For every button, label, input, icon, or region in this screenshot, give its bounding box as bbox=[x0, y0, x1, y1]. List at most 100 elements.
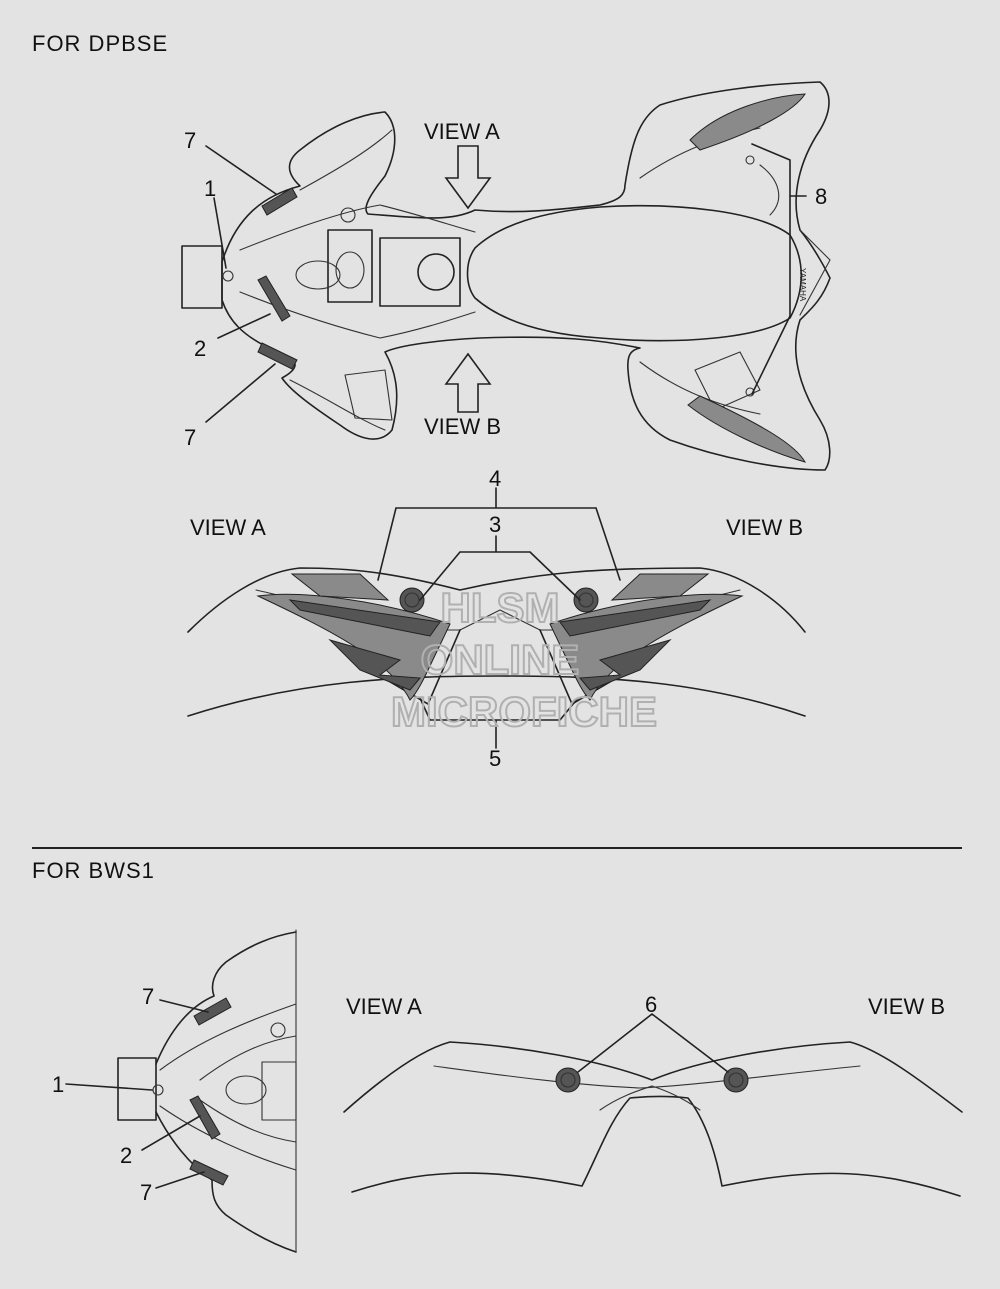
label-view-b-mid: VIEW B bbox=[726, 515, 803, 540]
bws1-label-view-a: VIEW A bbox=[346, 994, 422, 1019]
bws1-callout-1: 1 bbox=[52, 1072, 64, 1097]
front-grille bbox=[295, 260, 341, 290]
bws1-leader-7-lower bbox=[155, 1171, 205, 1189]
bws1-leader-6 bbox=[577, 1013, 729, 1073]
decal-7-lower bbox=[257, 342, 298, 370]
decal-8-lower bbox=[687, 395, 807, 463]
leader-7-lower bbox=[205, 363, 276, 423]
front-reflector bbox=[344, 369, 393, 421]
bws1-emblem-6-left bbox=[555, 1067, 581, 1093]
bws1-fender-upper bbox=[155, 931, 297, 1065]
leader-3 bbox=[419, 535, 581, 601]
decal-5-left-stripe bbox=[288, 599, 441, 637]
fender-edge-1 bbox=[299, 129, 393, 191]
atv-top-view: YAMAHA bbox=[181, 81, 831, 471]
leader-1 bbox=[213, 197, 227, 269]
bws1-callout-7-upper: 7 bbox=[142, 984, 154, 1009]
seat bbox=[466, 204, 803, 342]
bws1-leader-2 bbox=[141, 1115, 201, 1151]
front-view-detail bbox=[187, 487, 806, 749]
fender-outline bbox=[221, 81, 831, 471]
bws1-leader-1 bbox=[65, 1083, 153, 1091]
bws1-emblem-6-left-ring bbox=[560, 1072, 576, 1088]
watermark-line-1: HLSM bbox=[441, 584, 560, 631]
decal-5-right-arrow bbox=[578, 638, 672, 691]
bws1-decal-7-lower bbox=[189, 1159, 229, 1186]
steering-mount bbox=[335, 251, 365, 289]
callout-1: 1 bbox=[204, 176, 216, 201]
bws1-leader-7-upper bbox=[159, 999, 209, 1013]
label-view-a-top: VIEW A bbox=[424, 119, 500, 144]
fender-notch-left bbox=[379, 629, 461, 705]
label-view-a-mid: VIEW A bbox=[190, 515, 266, 540]
bws1-partial-top-view bbox=[65, 929, 297, 1253]
bws1-bumper bbox=[117, 1057, 157, 1121]
rear-fender-line-3 bbox=[759, 164, 780, 216]
emblem-3-right bbox=[573, 587, 599, 613]
bws1-headlight-pod bbox=[261, 1061, 297, 1121]
fender-notch-right bbox=[539, 629, 621, 705]
taillight bbox=[799, 229, 831, 316]
leader-8 bbox=[751, 143, 791, 395]
fender-top-edge bbox=[187, 567, 806, 633]
bws1-callout-6: 6 bbox=[645, 992, 657, 1017]
bws1-emblem-6-right bbox=[723, 1067, 749, 1093]
leader-7-upper bbox=[205, 145, 277, 195]
bws1-callout-2: 2 bbox=[120, 1143, 132, 1168]
bws1-emblem-6-right-ring bbox=[728, 1072, 744, 1088]
bws1-callout-7-lower: 7 bbox=[140, 1180, 152, 1205]
section-title-bws1: FOR BWS1 bbox=[32, 858, 155, 883]
bws1-grille bbox=[225, 1075, 267, 1105]
fender-lower-edge bbox=[187, 675, 806, 717]
bws1-fender-crease bbox=[433, 1065, 861, 1089]
front-bumper bbox=[181, 245, 223, 309]
decal-4-right bbox=[610, 573, 710, 601]
callout-4: 4 bbox=[489, 466, 501, 491]
bolt-2 bbox=[745, 387, 755, 397]
bws1-swoosh-upper bbox=[159, 1003, 297, 1071]
callout-5: 5 bbox=[489, 746, 501, 771]
bws1-inner-2 bbox=[199, 1099, 297, 1143]
leader-5 bbox=[419, 697, 579, 749]
fender-edge-2 bbox=[289, 379, 386, 431]
leader-4 bbox=[377, 487, 621, 581]
bws1-fender-lower bbox=[155, 1111, 297, 1253]
bolt-1 bbox=[745, 155, 755, 165]
bws1-front-view-detail bbox=[343, 1013, 963, 1197]
view-b-arrow bbox=[444, 352, 492, 413]
bws1-decal-7-upper bbox=[193, 997, 232, 1026]
bws1-swoosh-lower bbox=[159, 1105, 297, 1171]
decal-7-upper bbox=[261, 187, 298, 216]
swoosh-upper bbox=[239, 204, 476, 251]
bws1-inner-1 bbox=[199, 1035, 297, 1081]
callout-8: 8 bbox=[815, 184, 827, 209]
bws1-label-view-b: VIEW B bbox=[868, 994, 945, 1019]
headlight-pod bbox=[327, 229, 373, 303]
leader-2 bbox=[217, 313, 271, 339]
label-view-b-top: VIEW B bbox=[424, 414, 501, 439]
callout-7-upper: 7 bbox=[184, 128, 196, 153]
decal-5-right-stripe bbox=[559, 599, 712, 637]
rear-plate bbox=[694, 351, 761, 411]
decal-8-upper bbox=[689, 93, 806, 151]
bolt-3 bbox=[340, 207, 356, 223]
watermark-line-3: MICROFICHE bbox=[391, 688, 657, 735]
bws1-fender-top-edge bbox=[343, 1041, 963, 1113]
bws1-fender-lower-edge bbox=[351, 1095, 961, 1197]
bws1-bolt bbox=[270, 1022, 286, 1038]
decal-5-left-arrow bbox=[328, 638, 422, 691]
watermark-line-2: ONLINE bbox=[421, 636, 580, 683]
callout-7-lower: 7 bbox=[184, 425, 196, 450]
decal-4-left bbox=[290, 573, 390, 601]
callout-2: 2 bbox=[194, 336, 206, 361]
fuel-cap bbox=[417, 253, 455, 291]
section-title-dpbse: FOR DPBSE bbox=[32, 31, 168, 56]
seat-brand-mark: YAMAHA bbox=[798, 268, 807, 302]
bolt-4 bbox=[222, 270, 234, 282]
view-a-arrow bbox=[444, 145, 492, 210]
decal-2 bbox=[257, 275, 291, 322]
tank bbox=[379, 237, 461, 307]
bws1-bolt-front bbox=[152, 1084, 164, 1096]
